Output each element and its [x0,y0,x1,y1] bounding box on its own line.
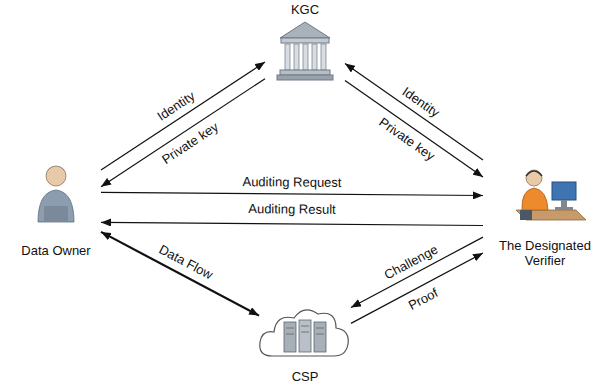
node-label: The Designated Verifier [486,238,604,268]
connector-arrow [101,232,259,316]
connector-arrow [101,79,265,187]
edge-label: Auditing Result [248,201,336,217]
data-owner-node: Data Owner [14,158,98,258]
edge-label: Identity [399,84,442,120]
node-label: KGC [268,2,342,17]
bank-icon [277,22,333,80]
connector-arrow [345,81,483,178]
cloud-servers-icon [260,310,349,356]
verifier-node: The Designated Verifier [486,156,604,268]
edge-label: Auditing Request [243,174,342,190]
node-label: CSP [262,369,348,384]
connector-arrow [101,62,265,170]
connector-arrow [101,222,483,225]
edge-label: Proof [405,285,439,313]
person-icon [38,166,74,222]
csp-node: CSP [262,296,348,384]
edge-label: Identity [155,88,198,124]
node-label: Data Owner [14,243,98,258]
kgc-node: KGC [268,2,342,86]
connector-arrow [101,192,483,195]
verifier-icon [516,170,586,220]
